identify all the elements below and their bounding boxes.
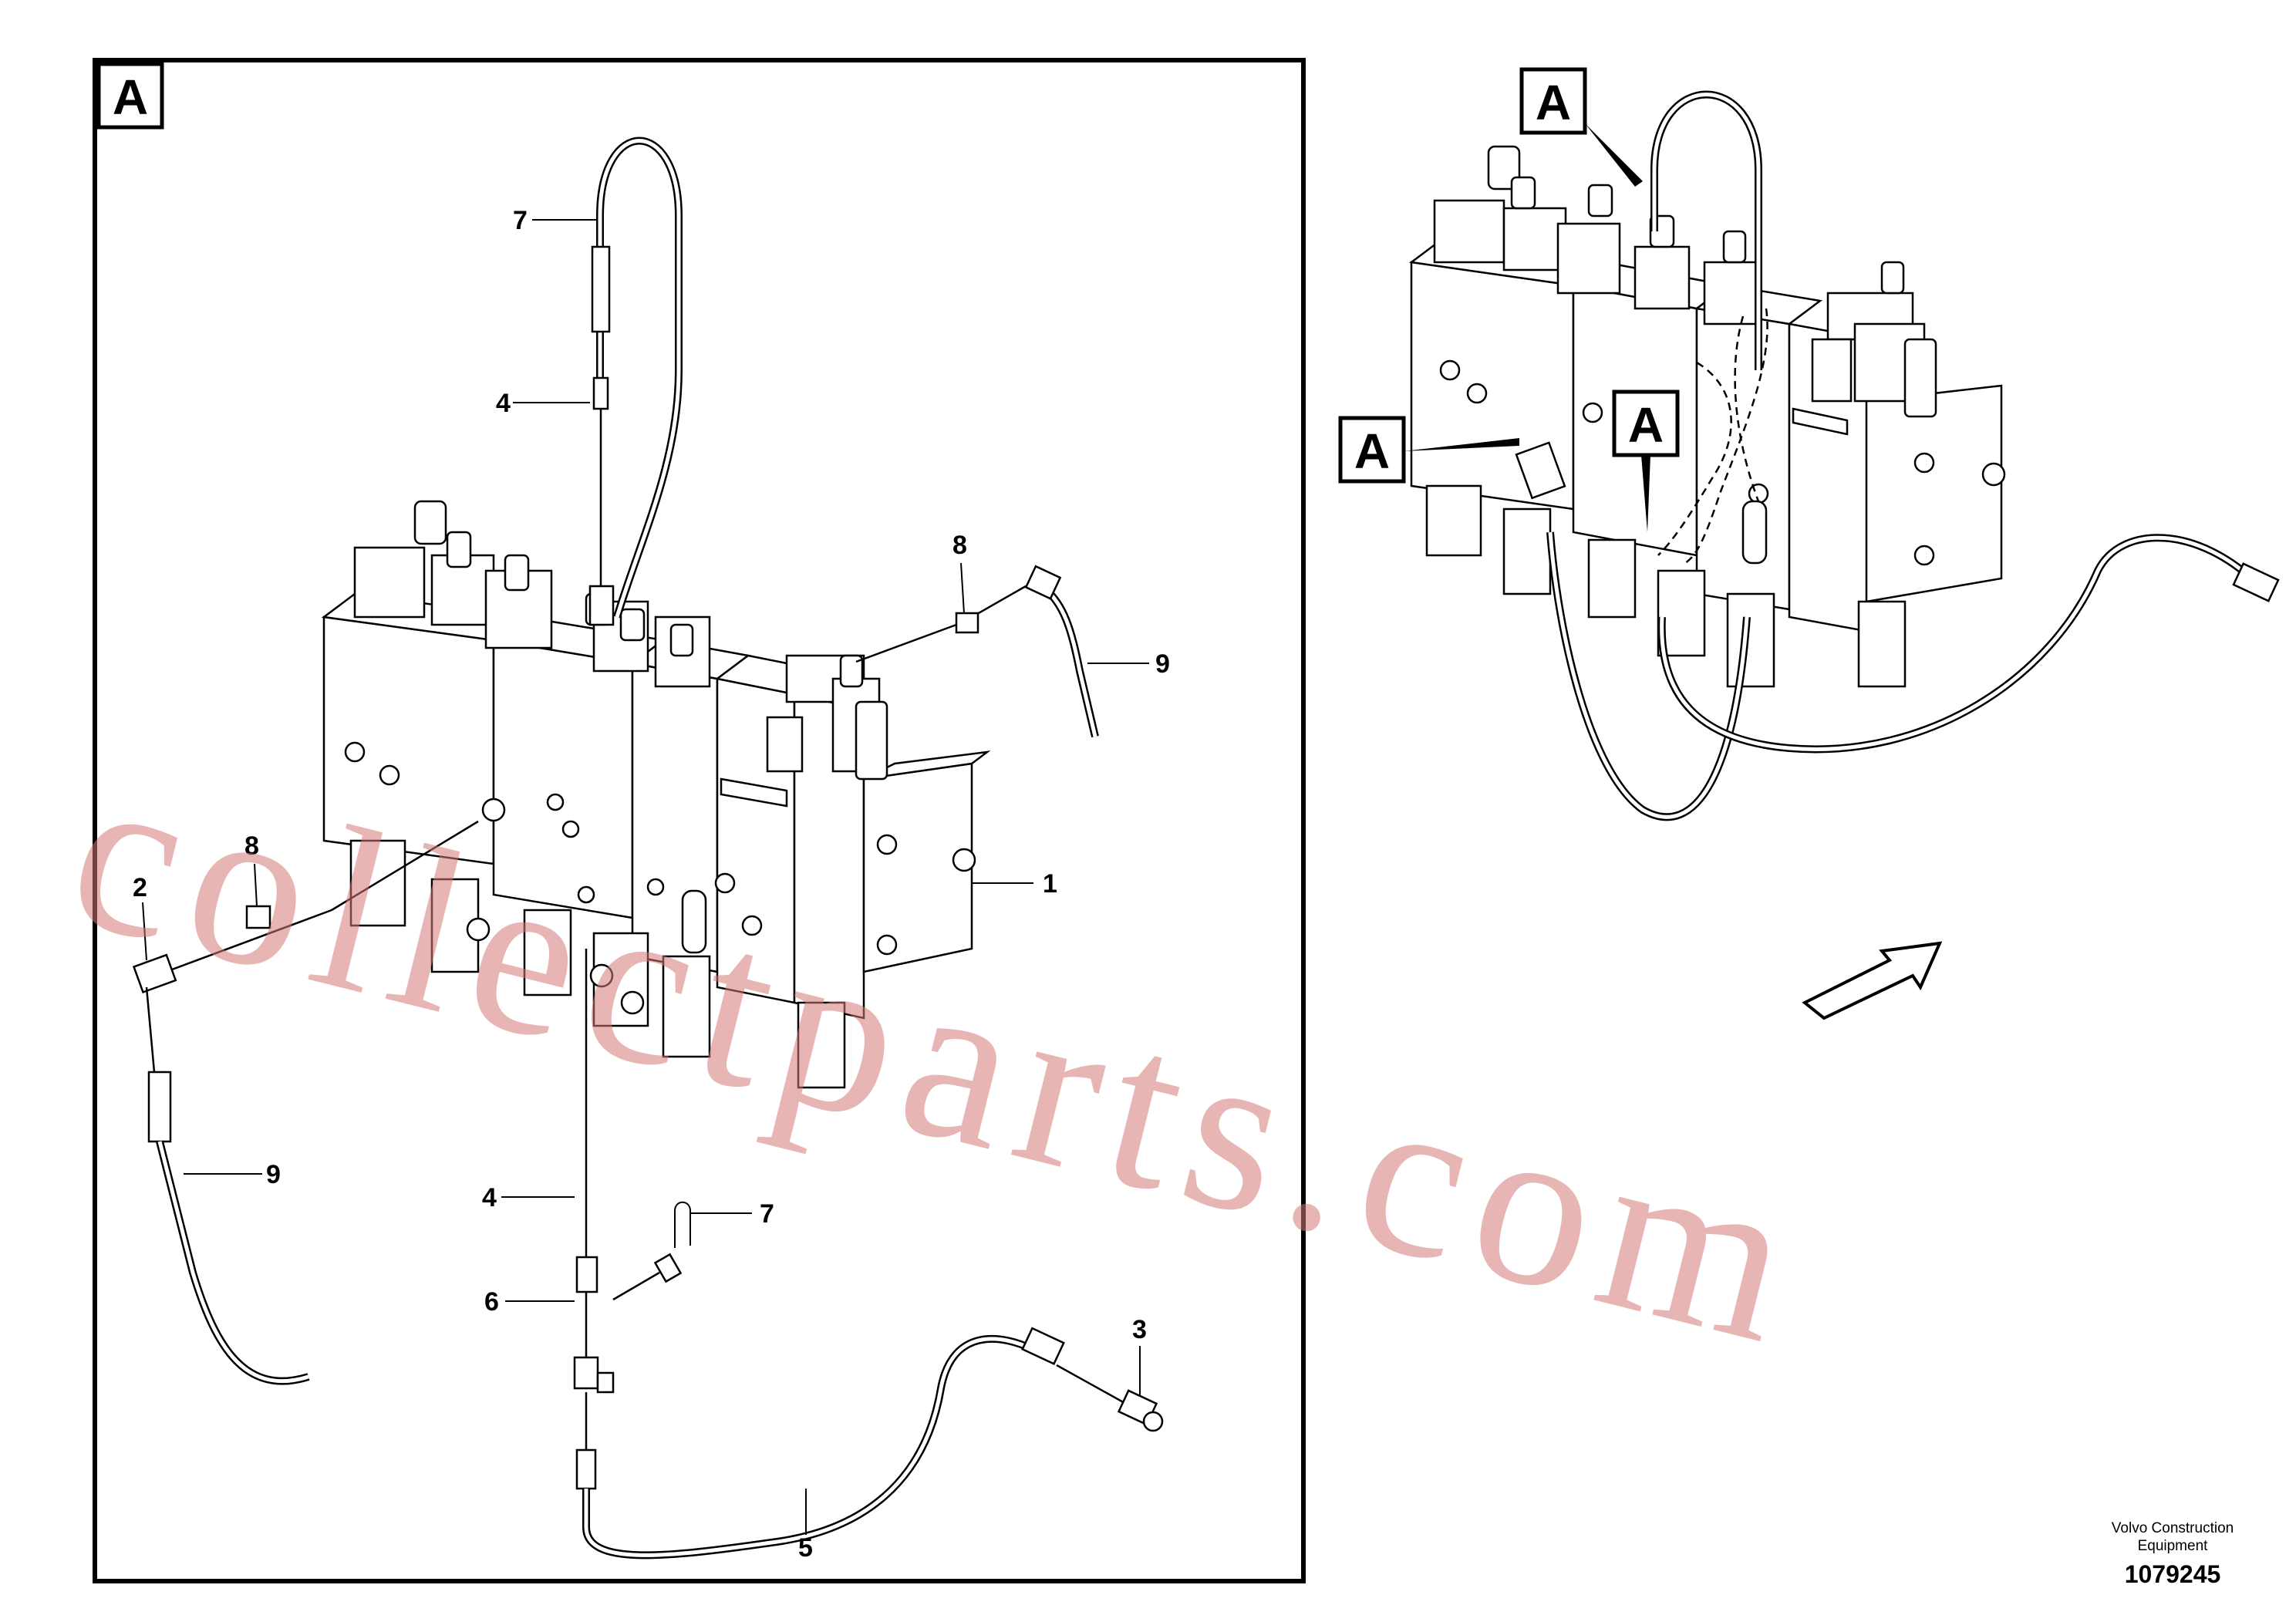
footer-company-line1: Volvo Construction — [2112, 1520, 2234, 1536]
overview-tag-left-letter: A — [1354, 423, 1390, 479]
overview-valve-block — [1408, 145, 2006, 688]
callout-3: 3 — [1132, 1315, 1147, 1344]
footer-block: Volvo Construction Equipment 1079245 — [2112, 1520, 2234, 1588]
overview-tag-top-letter: A — [1536, 75, 1571, 130]
callout-4-bottom: 4 — [482, 1183, 497, 1212]
overview-tag-left: A — [1338, 416, 1519, 484]
callout-6: 6 — [484, 1287, 499, 1317]
callout-8-left: 8 — [244, 831, 259, 861]
callouts-detail: 7 4 8 9 1 8 2 9 4 7 6 3 5 — [133, 206, 1170, 1563]
callout-9-right: 9 — [1155, 649, 1170, 679]
callout-1: 1 — [1043, 869, 1057, 899]
callout-4-top: 4 — [496, 389, 511, 418]
hose-9-right — [855, 565, 1099, 738]
callout-2: 2 — [133, 873, 147, 902]
overview-tag-center-letter: A — [1628, 397, 1664, 453]
callout-7-top: 7 — [513, 206, 528, 235]
hose-9-left — [132, 820, 479, 1385]
callout-9-left: 9 — [266, 1160, 281, 1189]
detail-frame-tag-letter: A — [113, 69, 148, 125]
overview-tag-top: A — [1519, 67, 1643, 187]
overview-hoses — [1515, 90, 2280, 821]
lower-tube-assembly — [573, 949, 1164, 1560]
drawing-number: 1079245 — [2125, 1560, 2221, 1588]
footer-company-line2: Equipment — [2138, 1538, 2209, 1554]
callout-7-bottom: 7 — [760, 1199, 774, 1229]
detail-frame-tag: A — [96, 62, 164, 130]
view-direction-arrow — [1802, 941, 1943, 1020]
detail-frame — [93, 58, 1306, 1583]
callout-5: 5 — [798, 1533, 813, 1563]
callout-8-right: 8 — [952, 531, 967, 560]
hose-7-loop — [588, 137, 683, 626]
overview-tag-center: A — [1612, 389, 1680, 532]
control-valve-block — [321, 500, 991, 1089]
